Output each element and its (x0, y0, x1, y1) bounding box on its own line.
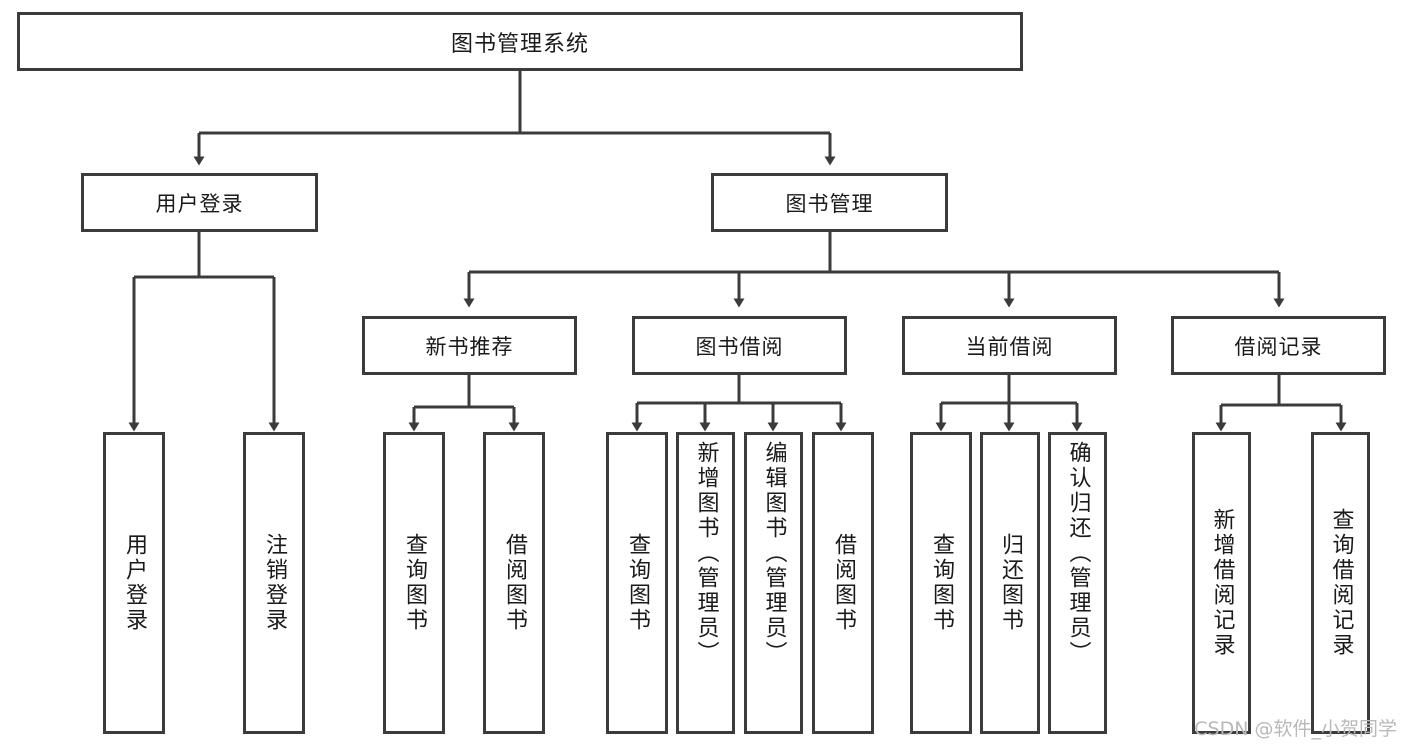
node-leaf-user-login[interactable]: 用户登录 (103, 432, 165, 734)
node-leaf-user-login-label: 用户登录 (122, 533, 147, 633)
node-borrow-record-label: 借阅记录 (1234, 334, 1323, 359)
node-root-label: 图书管理系统 (450, 31, 589, 57)
node-leaf-add-record-label: 新增借阅记录 (1209, 508, 1235, 658)
node-current-borrow[interactable]: 当前借阅 (902, 316, 1117, 375)
node-leaf-return-book-label: 归还图书 (998, 533, 1023, 633)
node-user-login[interactable]: 用户登录 (81, 173, 318, 232)
node-leaf-return-book[interactable]: 归还图书 (980, 432, 1040, 734)
node-borrow-record[interactable]: 借阅记录 (1171, 316, 1386, 375)
node-leaf-query-book-1[interactable]: 查询图书 (383, 432, 445, 734)
node-leaf-confirm-return-label: 确认归还（管理员） (1065, 441, 1091, 666)
node-leaf-edit-book-label: 编辑图书（管理员） (761, 441, 787, 666)
node-leaf-borrow-book-1-label: 借阅图书 (502, 533, 527, 633)
node-book-manage[interactable]: 图书管理 (711, 173, 948, 232)
node-leaf-query-book-3-label: 查询图书 (929, 533, 954, 633)
node-book-manage-label: 图书管理 (785, 191, 874, 216)
node-leaf-add-book-label: 新增图书（管理员） (693, 441, 719, 666)
node-leaf-edit-book[interactable]: 编辑图书（管理员） (744, 432, 803, 734)
node-leaf-query-book-1-label: 查询图书 (402, 533, 427, 633)
node-book-borrow[interactable]: 图书借阅 (632, 316, 847, 375)
node-leaf-borrow-book-2-label: 借阅图书 (831, 533, 856, 633)
node-leaf-query-book-2[interactable]: 查询图书 (606, 432, 668, 734)
node-new-book-rec-label: 新书推荐 (425, 334, 514, 359)
node-leaf-user-logout-label: 注销登录 (262, 533, 287, 633)
node-leaf-user-logout[interactable]: 注销登录 (243, 432, 305, 734)
node-root[interactable]: 图书管理系统 (17, 12, 1023, 71)
node-leaf-add-record[interactable]: 新增借阅记录 (1192, 432, 1251, 734)
node-leaf-borrow-book-2[interactable]: 借阅图书 (812, 432, 874, 734)
node-leaf-borrow-book-1[interactable]: 借阅图书 (483, 432, 545, 734)
node-new-book-rec[interactable]: 新书推荐 (362, 316, 577, 375)
node-leaf-query-book-3[interactable]: 查询图书 (910, 432, 972, 734)
node-current-borrow-label: 当前借阅 (965, 334, 1054, 359)
node-leaf-query-record[interactable]: 查询借阅记录 (1311, 432, 1370, 734)
node-book-borrow-label: 图书借阅 (695, 334, 784, 359)
node-leaf-query-record-label: 查询借阅记录 (1328, 508, 1354, 658)
node-leaf-query-book-2-label: 查询图书 (625, 533, 650, 633)
node-leaf-add-book[interactable]: 新增图书（管理员） (676, 432, 735, 734)
watermark: CSDN @软件_小贺同学 (1194, 718, 1397, 740)
node-leaf-confirm-return[interactable]: 确认归还（管理员） (1048, 432, 1107, 734)
node-user-login-label: 用户登录 (155, 191, 244, 216)
